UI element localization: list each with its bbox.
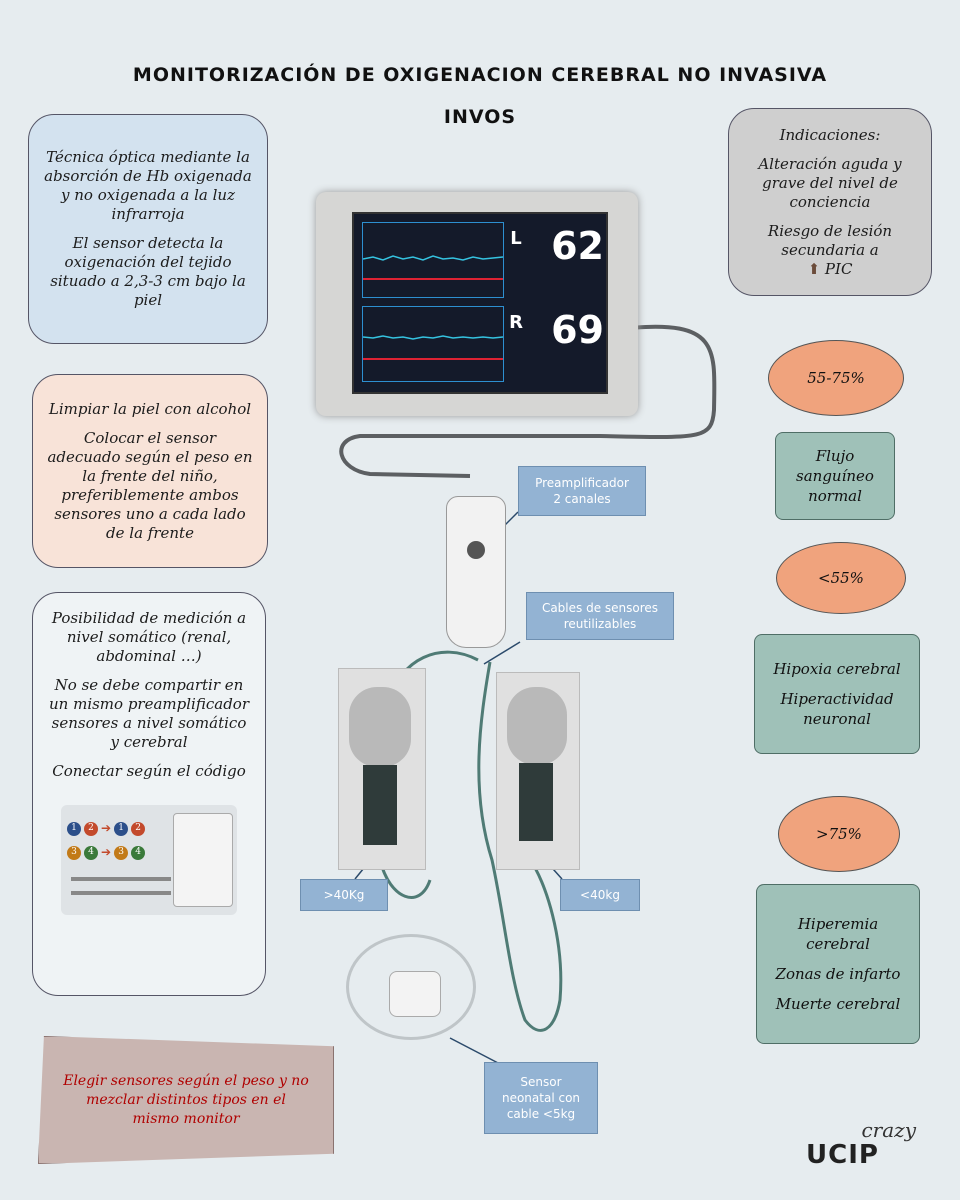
arrow-up-icon: ⬆: [807, 259, 821, 278]
plug-cable-icon: [71, 877, 171, 881]
right-trace-panel: [362, 306, 504, 382]
neonatal-label-1: Sensor: [520, 1075, 562, 1089]
logo-top: crazy: [861, 1118, 916, 1142]
adult-weight-label: >40Kg: [300, 879, 388, 911]
connector-code-image: 1 2 ➔ 1 2 3 4 ➔ 3 4: [61, 805, 237, 915]
code-3b: 3: [114, 845, 129, 860]
arrow-icon: ➔: [101, 845, 112, 859]
somatic-text-3: Conectar según el código: [52, 762, 246, 780]
code-row-2: 3 4 ➔ 3 4: [67, 843, 146, 862]
somatic-box: Posibilidad de medición a nivel somático…: [32, 592, 266, 996]
left-trace-line: [362, 255, 504, 280]
right-trace-line: [362, 335, 504, 360]
meaning-high-1: Hiperemia cerebral: [797, 915, 879, 953]
meaning-normal-1: Flujo sanguíneo normal: [796, 447, 874, 505]
preamp-device-icon: [173, 813, 233, 907]
code-1b: 1: [114, 821, 129, 836]
range-low: <55%: [818, 569, 864, 587]
warning-banner: Elegir sensores según el peso y no mezcl…: [38, 1036, 334, 1164]
child-weight-label: <40kg: [560, 879, 640, 911]
code-4b: 4: [131, 845, 146, 860]
range-high: >75%: [816, 825, 862, 843]
meaning-high-3: Muerte cerebral: [775, 995, 901, 1013]
preamp-knob-icon: [467, 541, 485, 559]
meaning-low-2: Hiperactividad neuronal: [780, 690, 894, 728]
pic-row: ⬆ PIC: [808, 260, 853, 279]
code-1: 1: [67, 821, 81, 836]
preamp-label-1: Preamplificador: [535, 476, 629, 490]
right-channel-label: R: [509, 312, 523, 333]
somatic-text-2: No se debe compartir en un mismo preampl…: [49, 676, 249, 751]
warning-text: Elegir sensores según el peso y no mezcl…: [63, 1072, 309, 1127]
meaning-low-1: Hipoxia cerebral: [773, 660, 901, 678]
invos-monitor-image: L R 62 69: [316, 192, 638, 416]
code-3: 3: [67, 845, 81, 860]
meaning-box-low: Hipoxia cerebral Hiperactividad neuronal: [754, 634, 920, 754]
child-sensor-image: [496, 672, 580, 870]
cables-label-1: Cables de sensores: [541, 601, 659, 615]
plug-cable-icon: [71, 891, 171, 895]
cables-label: Cables de sensores reutilizables: [526, 592, 674, 640]
meaning-box-normal: Flujo sanguíneo normal: [775, 432, 895, 520]
neonatal-sensor-image: [346, 934, 476, 1040]
adult-sensor-image: [338, 668, 426, 870]
left-trace-panel: [362, 222, 504, 298]
placement-text-1: Limpiar la piel con alcohol: [48, 399, 252, 418]
neonatal-label: Sensor neonatal con cable <5kg: [484, 1062, 598, 1134]
technique-box: Técnica óptica mediante la absorción de …: [28, 114, 268, 344]
adult-weight-text: >40Kg: [323, 888, 365, 902]
placement-text-2: Colocar el sensor adecuado según el peso…: [47, 428, 253, 542]
preamp-label-2: 2 canales: [553, 492, 611, 506]
technique-text-2: El sensor detecta la oxigenación del tej…: [50, 234, 246, 309]
range-oval-normal: 55-75%: [768, 340, 904, 416]
range-normal: 55-75%: [807, 369, 865, 387]
sensor-cable-icon: [363, 765, 397, 845]
monitor-screen: L R 62 69: [352, 212, 608, 394]
range-oval-high: >75%: [778, 796, 900, 872]
crazy-ucip-logo: crazy UCIP: [800, 1118, 930, 1170]
sensor-pad-icon: [507, 687, 567, 765]
meaning-high-2: Zonas de infarto: [775, 965, 901, 983]
left-channel-label: L: [510, 228, 522, 249]
somatic-text-1: Posibilidad de medición a nivel somático…: [51, 609, 247, 665]
code-row-1: 1 2 ➔ 1 2: [67, 819, 146, 838]
left-rso2-value: 62: [551, 224, 604, 268]
arrow-icon: ➔: [101, 821, 112, 835]
sensor-pad-icon: [349, 687, 411, 767]
preamplifier-image: [446, 496, 506, 648]
child-weight-text: <40kg: [580, 888, 620, 902]
right-rso2-value: 69: [551, 308, 604, 352]
neonatal-connector-icon: [389, 971, 441, 1017]
code-2b: 2: [131, 821, 146, 836]
preamp-label: Preamplificador 2 canales: [518, 466, 646, 516]
indication-2: Riesgo de lesión secundaria a: [767, 221, 893, 259]
cables-label-2: reutilizables: [563, 617, 637, 631]
indication-1: Alteración aguda y grave del nivel de co…: [758, 154, 902, 211]
indications-heading: Indicaciones:: [779, 125, 881, 144]
logo-bottom: UCIP: [806, 1140, 879, 1170]
page-subtitle: INVOS: [443, 106, 517, 128]
page-title: MONITORIZACIÓN DE OXIGENACION CEREBRAL N…: [132, 64, 828, 86]
meaning-box-high: Hiperemia cerebral Zonas de infarto Muer…: [756, 884, 920, 1044]
pic-label: PIC: [824, 259, 853, 278]
sensor-cable-icon: [519, 763, 553, 841]
neonatal-label-3: cable <5kg: [506, 1107, 576, 1121]
indications-box: Indicaciones: Alteración aguda y grave d…: [728, 108, 932, 296]
placement-box: Limpiar la piel con alcohol Colocar el s…: [32, 374, 268, 568]
technique-text-1: Técnica óptica mediante la absorción de …: [44, 148, 252, 223]
neonatal-label-2: neonatal con: [501, 1091, 581, 1105]
code-2: 2: [84, 821, 98, 836]
range-oval-low: <55%: [776, 542, 906, 614]
code-4: 4: [84, 845, 98, 860]
